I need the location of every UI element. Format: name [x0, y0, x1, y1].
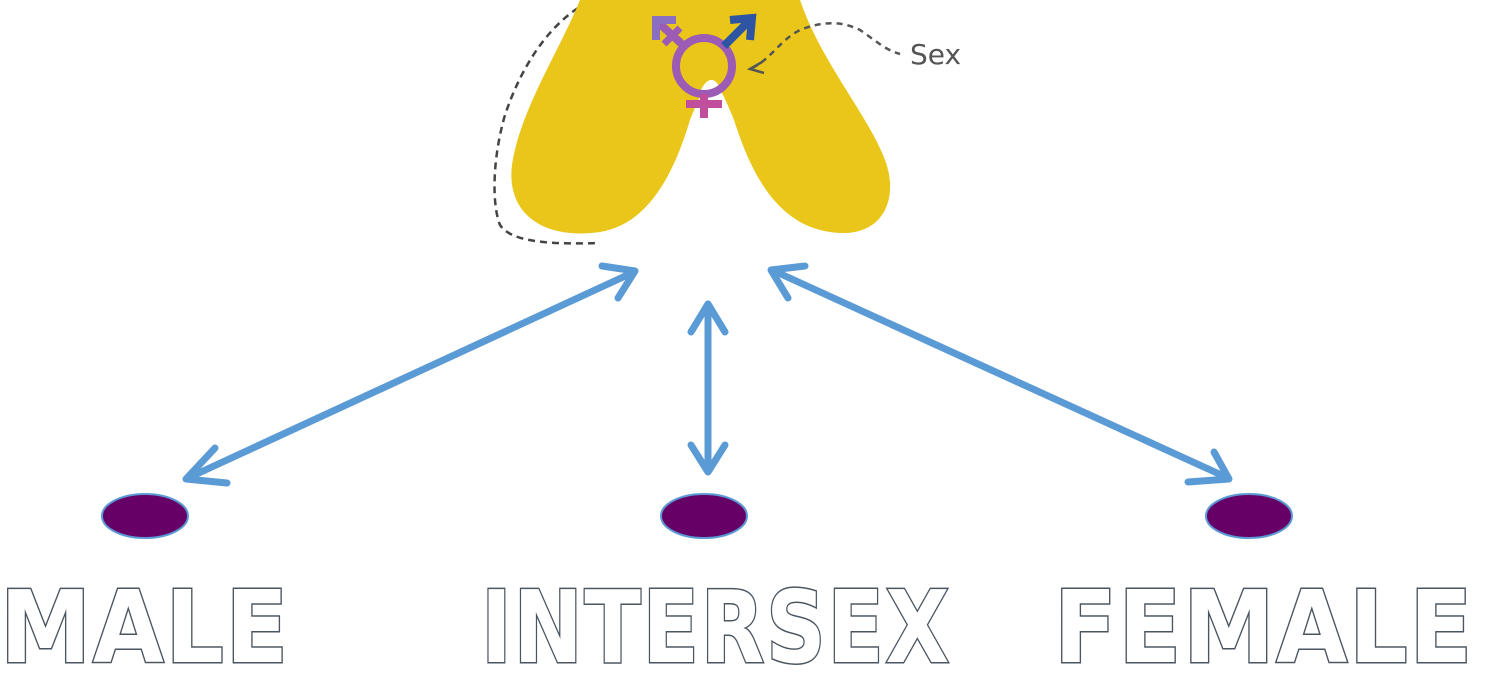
marker-female	[1206, 494, 1292, 538]
spectrum-markers	[102, 494, 1292, 538]
spectrum-arrows	[186, 266, 1229, 483]
label-male: MALE	[0, 569, 290, 680]
label-intersex: INTERSEX	[481, 569, 951, 680]
callout-label: Sex	[910, 38, 961, 71]
label-female: FEMALE	[1054, 569, 1474, 680]
marker-intersex	[661, 494, 747, 538]
arrow-to-female	[772, 270, 1228, 478]
marker-male	[102, 494, 188, 538]
spectrum-labels: MALE INTERSEX FEMALE	[0, 569, 1474, 680]
arrow-to-male	[188, 272, 634, 478]
